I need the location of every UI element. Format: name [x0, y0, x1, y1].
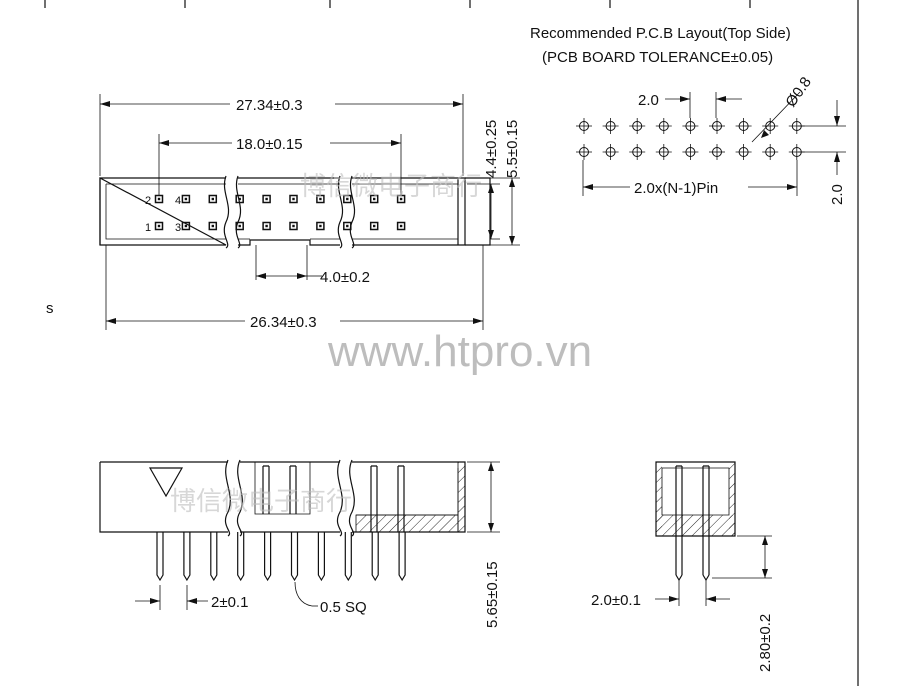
dim-key-width [255, 245, 322, 280]
inner-length-label: 26.34±0.3 [250, 314, 317, 331]
dim-heights [465, 177, 520, 246]
pin-center [373, 224, 376, 228]
pin-square [289, 221, 298, 231]
pin-square [154, 221, 164, 231]
end-pitch-label: 2.0±0.1 [591, 592, 641, 609]
pin-center [238, 197, 241, 201]
pcb-row-pitch-label: 2.0 [829, 184, 846, 205]
pin-square [235, 194, 244, 204]
pin-center [157, 197, 161, 201]
pin-square [396, 221, 406, 231]
height-b-label: 5.5±0.15 [504, 120, 521, 178]
dim-end-pitch [655, 580, 730, 606]
pin-center [292, 224, 295, 228]
body-height-label: 5.65±0.15 [484, 561, 501, 628]
dim-inner-length [105, 245, 484, 330]
layout-title: Recommended P.C.B Layout(Top Side) [530, 25, 791, 42]
pin-center [292, 197, 295, 201]
pin-square [208, 194, 218, 204]
pin-center [346, 224, 349, 228]
side-pin [156, 532, 164, 582]
pin-size-label: 0.5 SQ [320, 599, 367, 616]
pin-label-3: 3 [175, 222, 181, 234]
side-pin-inner [262, 465, 270, 514]
side-pitch-label: 2±0.1 [211, 594, 248, 611]
pin-center [373, 197, 376, 201]
pin-label-4: 4 [175, 195, 181, 207]
side-pin [290, 532, 299, 582]
pin-center [238, 224, 241, 228]
pin-square [289, 194, 298, 204]
side-pin-inner [397, 465, 405, 532]
pcb-pitch-label: 2.0 [638, 92, 659, 109]
pin-grid-top [154, 194, 406, 231]
end-view [655, 461, 736, 582]
side-pin [264, 532, 272, 582]
dim-body-height [467, 461, 500, 533]
pin-square [316, 194, 325, 204]
overall-length-label: 27.34±0.3 [236, 97, 303, 114]
pin-square [369, 194, 379, 204]
side-pin [398, 532, 406, 582]
dim-side-pitch [135, 585, 208, 610]
side-pin [371, 532, 379, 582]
side-pin [183, 532, 191, 582]
pin-square [181, 221, 191, 231]
dim-pin-length [712, 535, 772, 579]
pins-side-view [156, 465, 406, 582]
pin-square [262, 194, 271, 204]
pin-square [235, 221, 244, 231]
pin-center [319, 197, 322, 201]
watermark-url: www.htpro.vn [327, 327, 592, 376]
pin-center [211, 224, 214, 228]
height-a-label: 4.4±0.25 [483, 120, 500, 178]
dim-pcb-hole [751, 91, 801, 143]
key-width-label: 4.0±0.2 [320, 269, 370, 286]
pin-square [343, 221, 352, 231]
dim-pcb-row [798, 100, 846, 175]
pin-center [211, 197, 214, 201]
pin-center [184, 197, 188, 201]
pin-label-1: 1 [145, 222, 151, 234]
side-pin [344, 532, 352, 582]
pin-square [369, 221, 379, 231]
pin-center [184, 224, 188, 228]
pin-square [208, 221, 218, 231]
dim-pcb-pitch [665, 92, 742, 118]
pin-span-label: 18.0±0.15 [236, 136, 303, 153]
dim-pcb-span [582, 160, 798, 196]
side-pin-inner [289, 465, 297, 514]
pin-label-2: 2 [145, 195, 151, 207]
dim-overall-length [99, 94, 464, 176]
pcb-span-label: 2.0x(N-1)Pin [634, 180, 718, 197]
pin-square [316, 221, 325, 231]
pin-center [399, 224, 403, 228]
dim-pin-span [158, 134, 402, 196]
pin-center [157, 224, 161, 228]
watermark-chinese: 博信微电子商行 [300, 172, 482, 202]
pin-square [343, 194, 352, 204]
side-marker: s [46, 300, 54, 317]
tolerance-subtitle: (PCB BOARD TOLERANCE±0.05) [542, 49, 773, 66]
pin-center [319, 224, 322, 228]
watermark-chinese: 博信微电子商行 [170, 487, 352, 517]
pin-center [265, 224, 268, 228]
pin-center [265, 197, 268, 201]
pcb-hole-grid [576, 118, 805, 160]
pin-center [346, 197, 349, 201]
side-pin [237, 532, 245, 582]
pin-center [399, 197, 403, 201]
dim-pin-size [294, 581, 318, 607]
side-pin [317, 532, 325, 582]
pin-length-label: 2.80±0.2 [757, 614, 774, 672]
pin-square [181, 194, 191, 204]
side-pin [210, 532, 218, 582]
top-view [99, 175, 491, 249]
side-pin-inner [370, 465, 378, 532]
pin-square [262, 221, 271, 231]
pcb-hole-label: Ø0.8 [782, 74, 815, 110]
side-view [99, 459, 466, 537]
